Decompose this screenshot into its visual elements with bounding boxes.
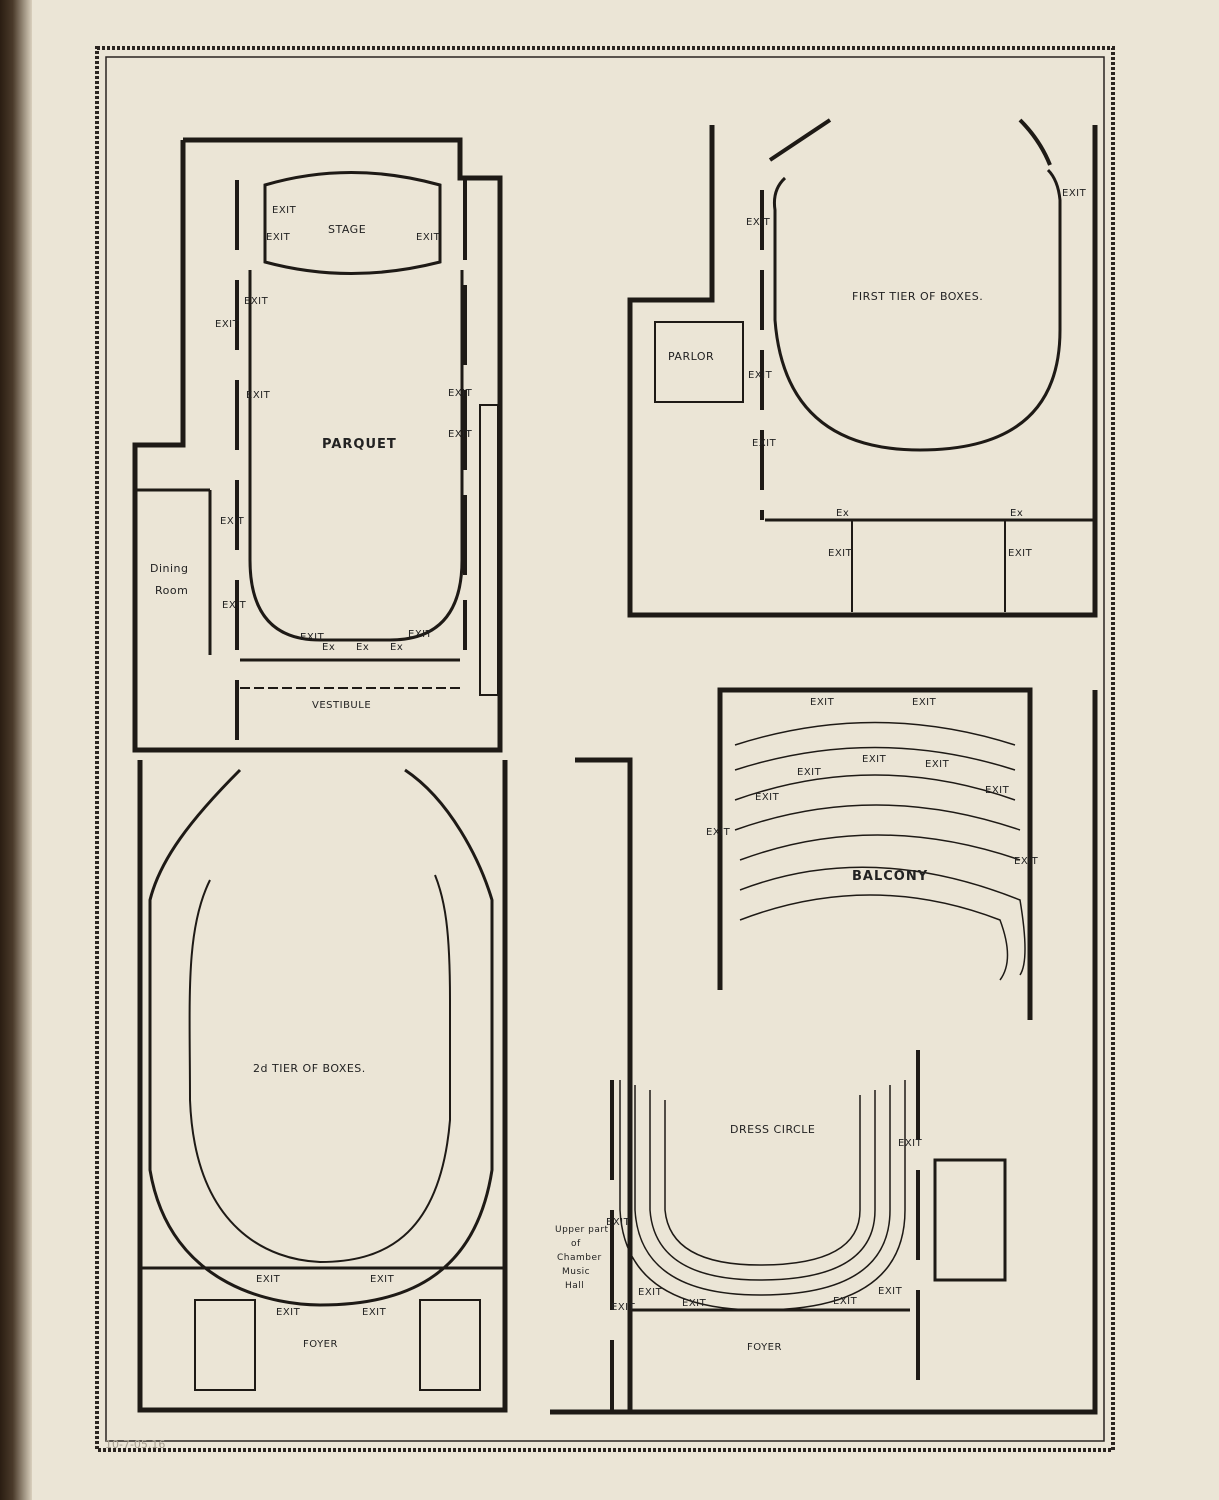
- ex-label: Ex: [356, 642, 369, 653]
- first-tier-plan: [627, 118, 1098, 618]
- page-spine-edge: [0, 0, 32, 1500]
- exit-label: EXIT: [706, 827, 731, 838]
- foyer-label: FOYER: [303, 1339, 338, 1350]
- exit-label: EXIT: [912, 697, 937, 708]
- exit-label: EXIT: [256, 1274, 281, 1285]
- stage-label: STAGE: [328, 223, 366, 236]
- exit-label: EXIT: [752, 438, 777, 449]
- exit-label: EXIT: [682, 1298, 707, 1309]
- chamber-note-line3: Chamber: [557, 1253, 602, 1263]
- exit-label: EXIT: [898, 1138, 923, 1149]
- exit-label: EXIT: [925, 759, 950, 770]
- exit-label: EXIT: [448, 388, 473, 399]
- parlor-label: PARLOR: [668, 350, 714, 363]
- exit-label: EXIT: [611, 1302, 636, 1313]
- exit-label: EXIT: [638, 1287, 663, 1298]
- balcony-label: BALCONY: [852, 869, 928, 884]
- exit-label: EXIT: [748, 370, 773, 381]
- dress-circle-label: DRESS CIRCLE: [730, 1123, 815, 1136]
- exit-label: EXIT: [222, 600, 247, 611]
- chamber-note-line5: Hall: [565, 1281, 584, 1291]
- exit-label: EXIT: [828, 548, 853, 559]
- exit-label: EXIT: [416, 232, 441, 243]
- exit-label: EXIT: [300, 632, 325, 643]
- exit-label: EXIT: [272, 205, 297, 216]
- exit-label: EXIT: [244, 296, 269, 307]
- exit-label: EXIT: [833, 1296, 858, 1307]
- exit-label: EXIT: [408, 629, 433, 640]
- archive-pencil-note: 10-7-05.16: [105, 1438, 166, 1451]
- parquet-label: PARQUET: [322, 437, 397, 452]
- exit-label: EXIT: [862, 754, 887, 765]
- room-label: Room: [155, 584, 188, 597]
- foyer-label: FOYER: [747, 1342, 782, 1353]
- exit-label: EXIT: [362, 1307, 387, 1318]
- exit-label: EXIT: [246, 390, 271, 401]
- exit-label: EXIT: [755, 792, 780, 803]
- exit-label: EXIT: [746, 217, 771, 228]
- chamber-note-line2: of: [571, 1239, 581, 1249]
- page-border-inner: [105, 56, 1105, 1442]
- second-tier-label: 2d TIER OF BOXES.: [253, 1062, 366, 1075]
- exit-label: EXIT: [606, 1217, 631, 1228]
- ex-label: Ex: [322, 642, 335, 653]
- balcony-dress-circle-plan: [550, 687, 1098, 1415]
- parquet-plan: [132, 137, 503, 753]
- chamber-note-line4: Music: [562, 1267, 590, 1277]
- exit-label: EXIT: [878, 1286, 903, 1297]
- exit-label: EXIT: [276, 1307, 301, 1318]
- exit-label: EXIT: [215, 319, 240, 330]
- first-tier-label: FIRST TIER OF BOXES.: [852, 290, 983, 303]
- exit-label: EXIT: [266, 232, 291, 243]
- ex-label: Ex: [836, 508, 849, 519]
- exit-label: EXIT: [448, 429, 473, 440]
- dining-label: Dining: [150, 562, 189, 575]
- exit-label: EXIT: [985, 785, 1010, 796]
- exit-label: EXIT: [1014, 856, 1039, 867]
- exit-label: EXIT: [220, 516, 245, 527]
- exit-label: EXIT: [810, 697, 835, 708]
- exit-label: EXIT: [1062, 188, 1087, 199]
- second-tier-plan: [137, 760, 508, 1413]
- exit-label: EXIT: [797, 767, 822, 778]
- vestibule-label: VESTIBULE: [312, 700, 371, 711]
- exit-label: EXIT: [1008, 548, 1033, 559]
- ex-label: Ex: [1010, 508, 1023, 519]
- page-border-outer: [95, 46, 1115, 1452]
- chamber-note-line1: Upper part: [555, 1225, 609, 1235]
- exit-label: EXIT: [370, 1274, 395, 1285]
- ex-label: Ex: [390, 642, 403, 653]
